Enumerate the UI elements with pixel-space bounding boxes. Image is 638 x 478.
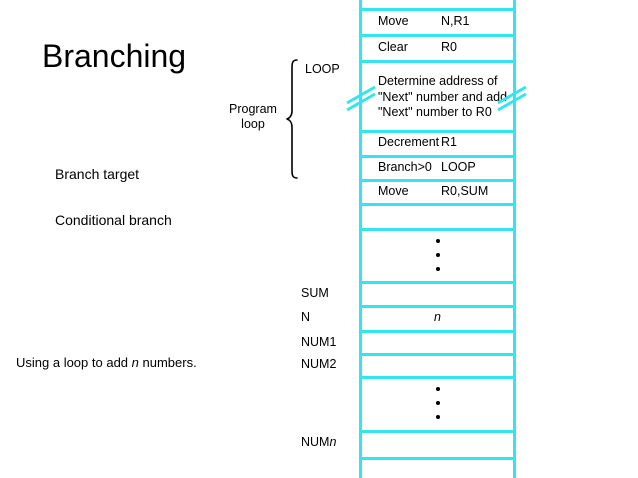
memory-row-divider (359, 430, 516, 433)
instruction-op: Branch>0 (378, 160, 432, 174)
instruction-block-text: Determine address of "Next" number and a… (378, 74, 508, 119)
memory-column-right-border (513, 0, 516, 478)
memory-row-divider (359, 60, 516, 63)
memory-row-divider (359, 376, 516, 379)
memory-label-num1: NUM1 (301, 335, 337, 349)
instruction-op: Decrement (378, 135, 440, 149)
instruction-op: Move (378, 184, 409, 198)
memory-label-num2: NUM2 (301, 357, 337, 371)
memory-row-divider (359, 34, 516, 37)
memory-cell-num2 (359, 353, 516, 376)
memory-cell: Move N,R1 (359, 8, 516, 34)
break-mark-icon-left (345, 82, 379, 112)
instruction-arg: R0,SUM (441, 184, 489, 198)
loop-label: LOOP (305, 62, 340, 76)
memory-row-divider (359, 228, 516, 231)
vertical-ellipsis-icon (359, 387, 516, 419)
instruction-arg: LOOP (441, 160, 476, 174)
memory-row-divider (359, 130, 516, 133)
memory-cell-ellipsis (359, 376, 516, 430)
memory-cell-block: Determine address of "Next" number and a… (359, 60, 516, 130)
memory-cell: Clear R0 (359, 34, 516, 60)
instruction-arg: R0 (441, 40, 457, 54)
memory-label-numn-italic: n (329, 435, 337, 449)
memory-value-n: n (434, 310, 441, 324)
vertical-ellipsis-icon (359, 239, 516, 271)
memory-row-divider (359, 353, 516, 356)
memory-cell-ellipsis (359, 228, 516, 281)
memory-cell: Branch>0 LOOP (359, 155, 516, 179)
memory-cell: Move R0,SUM (359, 179, 516, 203)
memory-cell: Decrement R1 (359, 130, 516, 155)
program-loop-label: Program loop (222, 102, 284, 132)
note-conditional-branch: Conditional branch (55, 212, 172, 228)
memory-row-divider (359, 8, 516, 11)
caption-prefix: Using a loop to add (16, 355, 132, 370)
program-loop-label-line1: Program (229, 102, 277, 116)
memory-row-divider (359, 305, 516, 308)
memory-row-divider (359, 330, 516, 333)
memory-cell-sum (359, 281, 516, 305)
memory-column-left-border (359, 0, 362, 478)
memory-row-divider (359, 203, 516, 206)
page-title: Branching (42, 38, 187, 74)
memory-label-numn-text: NUM (301, 435, 330, 449)
program-loop-label-line2: loop (241, 117, 265, 131)
memory-row-divider (359, 457, 516, 460)
figure-caption: Using a loop to add n numbers. (16, 355, 197, 370)
memory-row-divider (359, 281, 516, 284)
memory-row-divider (359, 155, 516, 158)
program-loop-brace-icon (286, 59, 300, 179)
instruction-arg: R1 (441, 135, 457, 149)
instruction-op: Clear (378, 40, 408, 54)
memory-cell-num1 (359, 330, 516, 353)
memory-cell-empty (359, 203, 516, 228)
memory-column: Move N,R1 Clear R0 Determine address of … (346, 0, 527, 478)
memory-row-divider (359, 179, 516, 182)
instruction-arg: N,R1 (441, 14, 470, 28)
caption-suffix: numbers. (138, 355, 197, 370)
memory-label-sum: SUM (301, 286, 329, 300)
note-branch-target: Branch target (55, 166, 140, 182)
memory-cell-n: n (359, 305, 516, 330)
memory-label-n: N (301, 310, 311, 324)
memory-cell-numn (359, 430, 516, 457)
memory-label-numn: NUMn (301, 435, 336, 449)
caption-italic-n: n (131, 355, 139, 370)
break-mark-icon-right (496, 82, 530, 112)
instruction-op: Move (378, 14, 409, 28)
